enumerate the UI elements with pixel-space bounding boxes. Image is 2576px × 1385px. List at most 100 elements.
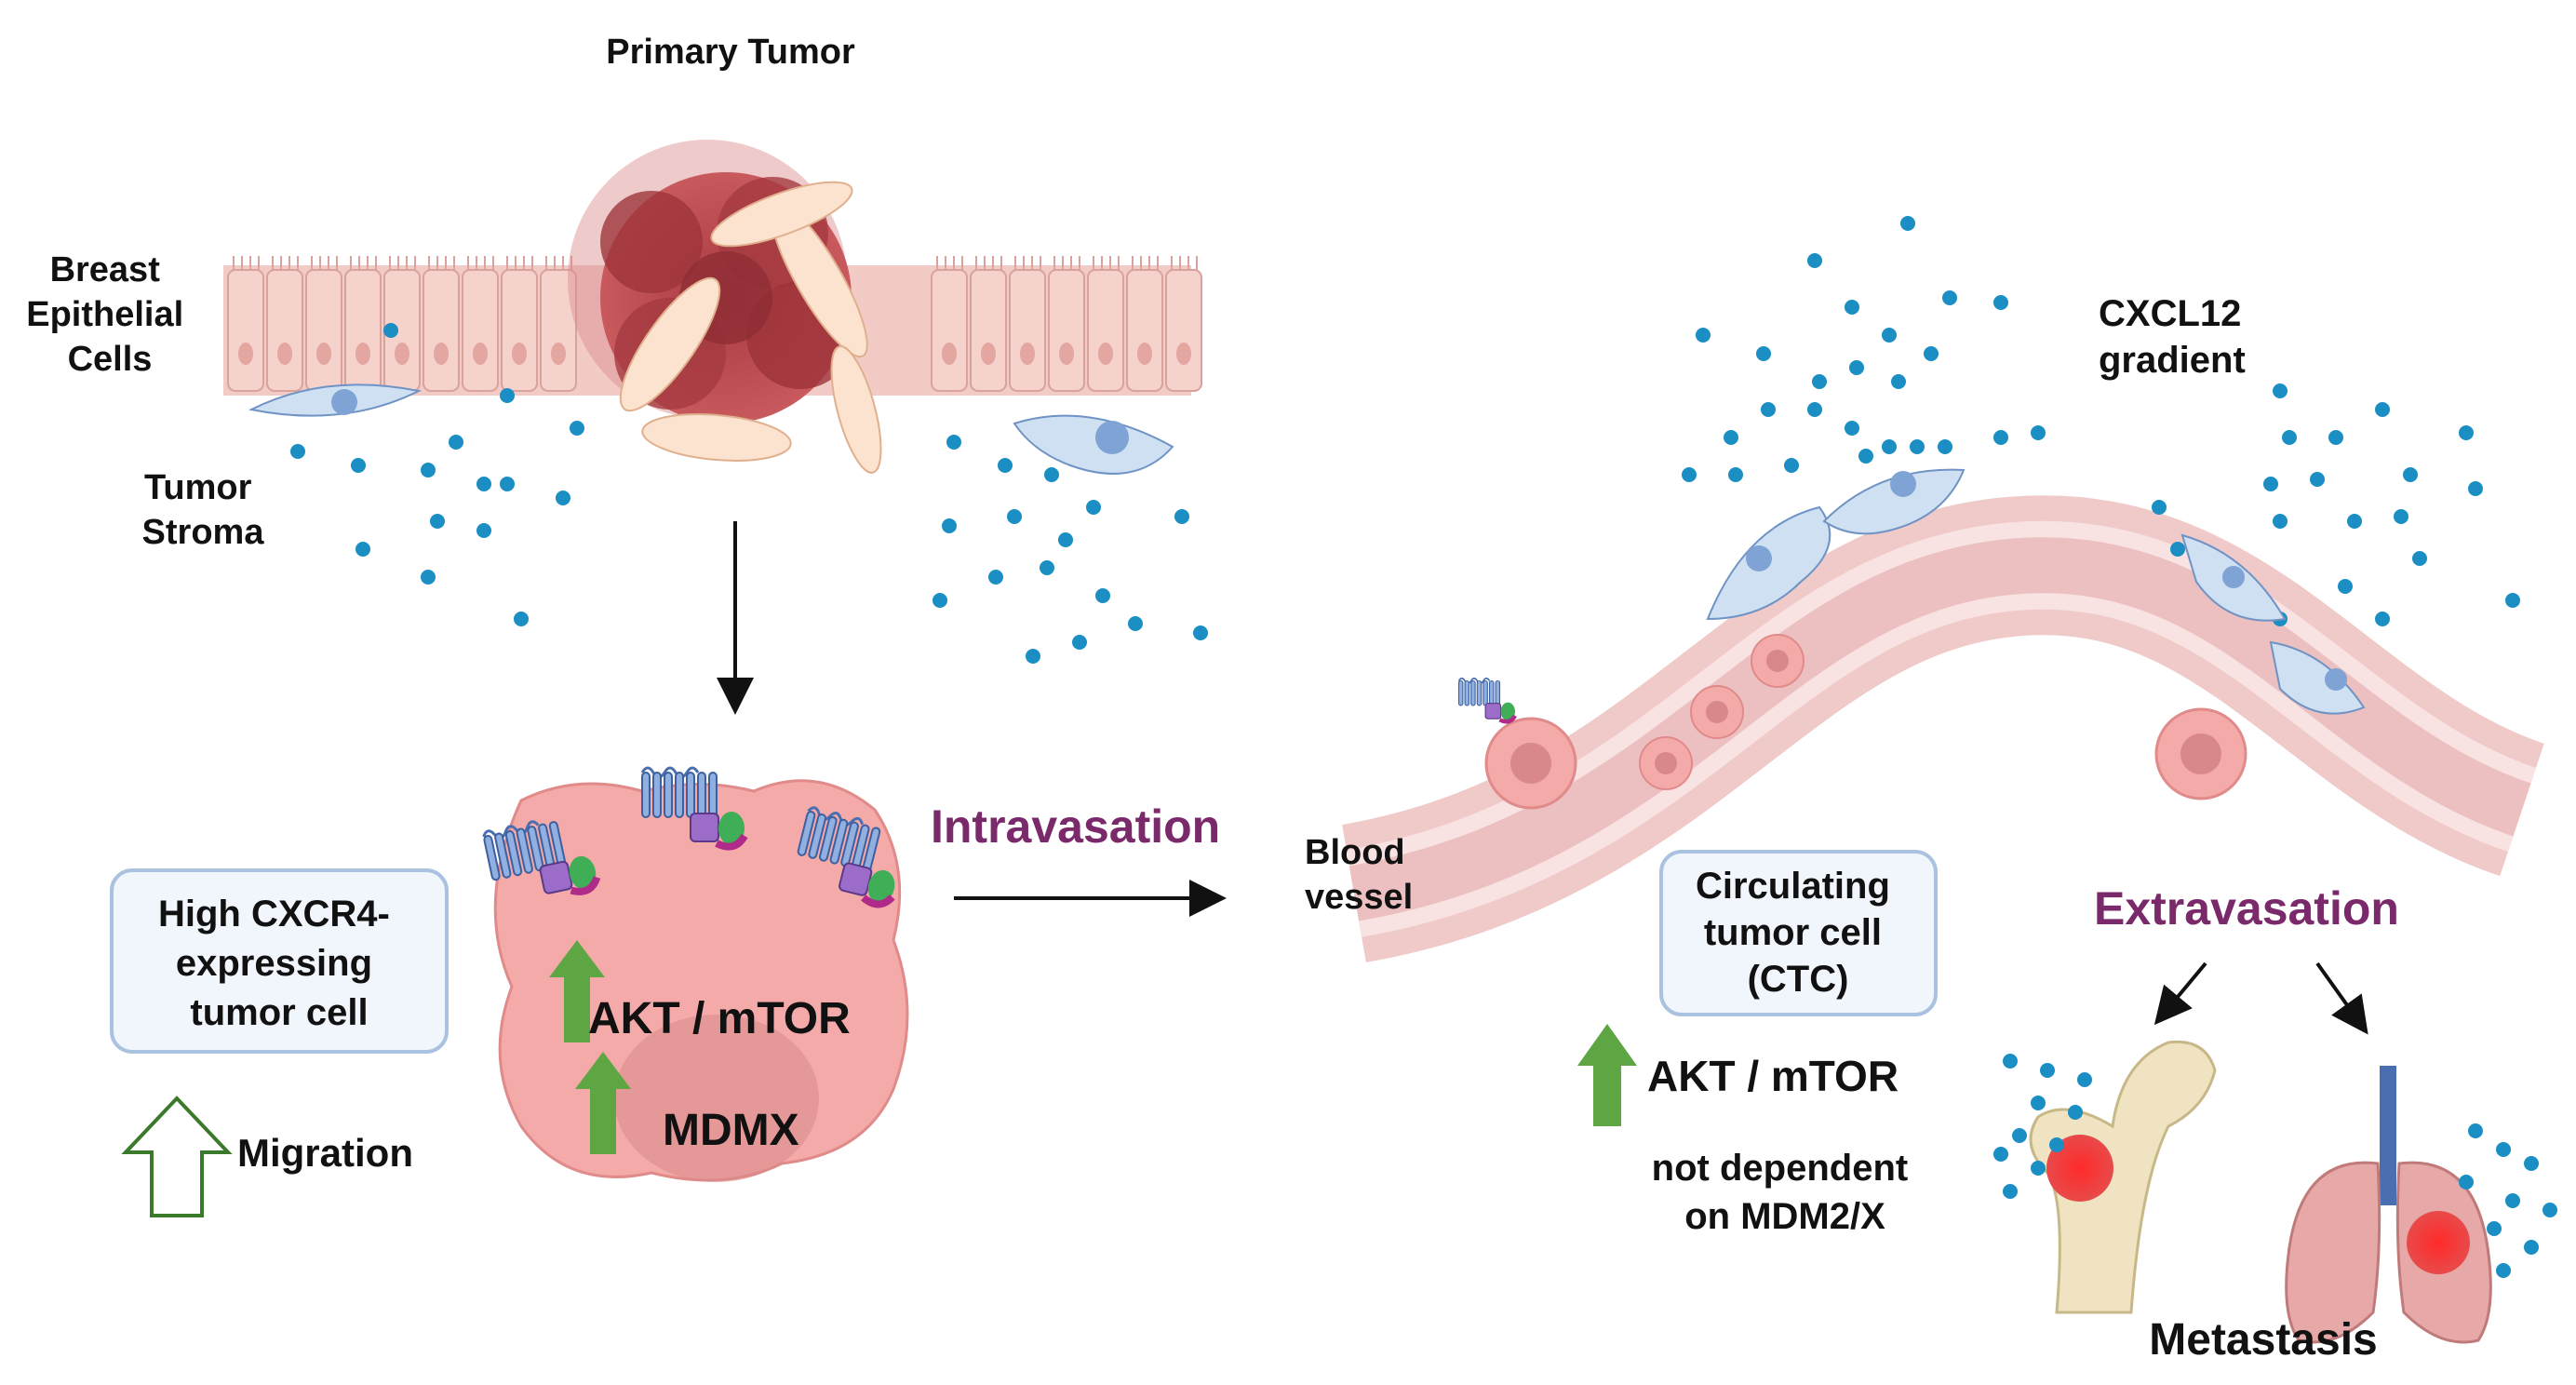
chemokine-dot	[2412, 551, 2427, 566]
chemokine-dot	[1882, 328, 1897, 343]
extravasation-arrow-lung	[2315, 961, 2368, 1035]
svg-text:High CXCR4- expressing: High CXCR4- expressing tumor cell	[158, 894, 400, 1033]
epithelial-nucleus	[981, 343, 996, 365]
chemokine-dot	[2524, 1156, 2539, 1171]
epithelial-nucleus	[1020, 343, 1035, 365]
chemokine-dot	[2040, 1063, 2055, 1078]
chemokine-dot	[2459, 425, 2474, 440]
cxcl12-label: CXCL12 gradient	[2099, 293, 2252, 381]
chemokine-dot	[1807, 402, 1822, 417]
epithelial-cell	[1126, 269, 1163, 392]
chemokine-dot	[2170, 542, 2185, 557]
epithelial-nucleus	[551, 343, 566, 365]
chemokine-dot	[1756, 346, 1771, 361]
chemokine-dot	[1938, 439, 1952, 454]
chemokine-dot	[383, 323, 398, 338]
blood-vessel-label: Blood vessel	[1305, 833, 1415, 917]
chemokine-dot	[1784, 458, 1799, 473]
primary-tumor-label: Primary Tumor	[606, 33, 855, 72]
akt-mtor-label: AKT / mTOR	[588, 994, 851, 1043]
epithelial-cell	[931, 269, 968, 392]
chemokine-dot	[1900, 216, 1915, 231]
up-arrow-icon	[1577, 1024, 1637, 1126]
chemokine-dot	[1696, 328, 1711, 343]
chemokine-dot	[290, 444, 305, 459]
chemokine-dot	[1993, 295, 2008, 310]
chemokine-dot	[351, 458, 366, 473]
epithelial-nucleus	[356, 343, 370, 365]
chemokine-dot	[942, 518, 957, 533]
chemokine-dot	[2049, 1137, 2064, 1152]
chemokine-dot	[1849, 360, 1864, 375]
epithelial-cell	[540, 269, 577, 392]
up-arrow-icon	[549, 940, 605, 1042]
chemokine-dot	[1682, 467, 1697, 482]
chemokine-dot	[1728, 467, 1743, 482]
epithelial-nucleus	[512, 343, 527, 365]
epithelial-nucleus	[1098, 343, 1113, 365]
epithelial-nucleus	[473, 343, 488, 365]
chemokine-dot	[1845, 300, 1859, 315]
epithelial-nucleus	[434, 343, 449, 365]
chemokine-dot	[1040, 560, 1054, 575]
chemokine-dot	[2273, 383, 2288, 398]
chemokine-dot	[2003, 1054, 2018, 1069]
chemokine-dot	[1193, 625, 1208, 640]
chemokine-dot	[1942, 290, 1957, 305]
chemokine-dot	[1128, 616, 1143, 631]
chemokine-dot	[2505, 593, 2520, 608]
chemokine-dot	[449, 435, 463, 450]
chemokine-dot	[1761, 402, 1776, 417]
epithelial-cell	[1165, 269, 1202, 392]
chemokine-dot	[1812, 374, 1827, 389]
chemokine-dot	[1095, 588, 1110, 603]
chemokine-dot	[500, 388, 515, 403]
chemokine-dot	[476, 523, 491, 538]
chemokine-dot	[2152, 500, 2167, 515]
chemokine-dot	[2003, 1184, 2018, 1199]
chemokine-dot	[2459, 1175, 2474, 1190]
epithelial-cell	[1048, 269, 1085, 392]
chemokine-dot	[1026, 649, 1040, 664]
chemokine-dot	[2031, 425, 2046, 440]
ctc-label-box: Circulating tumor cell (CTC)	[1659, 850, 1938, 1016]
chemokine-dots-right	[1682, 216, 2520, 626]
chemokine-dot	[2468, 1123, 2483, 1138]
chemokine-dot	[556, 491, 570, 505]
epithelial-cell	[970, 269, 1007, 392]
svg-text:Circulating tumor cell: Circulating tumor cell (CTC)	[1696, 866, 1900, 1000]
chemokine-dot	[1845, 421, 1859, 436]
chemokine-dot	[2068, 1105, 2083, 1120]
epithelial-cell	[423, 269, 460, 392]
chemokine-dot	[2524, 1240, 2539, 1255]
epithelial-cell	[344, 269, 382, 392]
chemokine-dot	[1858, 449, 1873, 464]
chemokine-dot	[1724, 430, 1738, 445]
chemokine-dot	[421, 463, 436, 477]
epithelial-cell	[462, 269, 499, 392]
chemokine-dot	[1993, 1147, 2008, 1162]
chemokine-dot	[2012, 1128, 2027, 1143]
epithelial-cell	[305, 269, 342, 392]
chemokine-dot	[998, 458, 1013, 473]
epithelial-nucleus	[942, 343, 957, 365]
chemokine-dot	[1086, 500, 1101, 515]
outline-up-arrow-icon	[121, 1096, 233, 1217]
epithelial-nucleus	[1059, 343, 1074, 365]
chemokine-dot	[2031, 1096, 2046, 1110]
epithelial-cell	[1009, 269, 1046, 392]
bone-icon	[2029, 1040, 2217, 1314]
migration-label: Migration	[237, 1131, 413, 1175]
chemokine-dot	[2375, 402, 2390, 417]
chemokine-dot	[1044, 467, 1059, 482]
epithelial-nucleus	[238, 343, 253, 365]
chemokine-dot	[2505, 1193, 2520, 1208]
epithelial-cell	[266, 269, 303, 392]
chemokine-dot	[1993, 430, 2008, 445]
chemokine-dot	[2338, 579, 2353, 594]
tumor-stroma-label: Tumor Stroma	[142, 468, 265, 552]
chemokine-dot	[1924, 346, 1939, 361]
chemokine-dot	[1910, 439, 1925, 454]
chemokine-dot	[1058, 532, 1073, 547]
chemokine-dot	[1882, 439, 1897, 454]
